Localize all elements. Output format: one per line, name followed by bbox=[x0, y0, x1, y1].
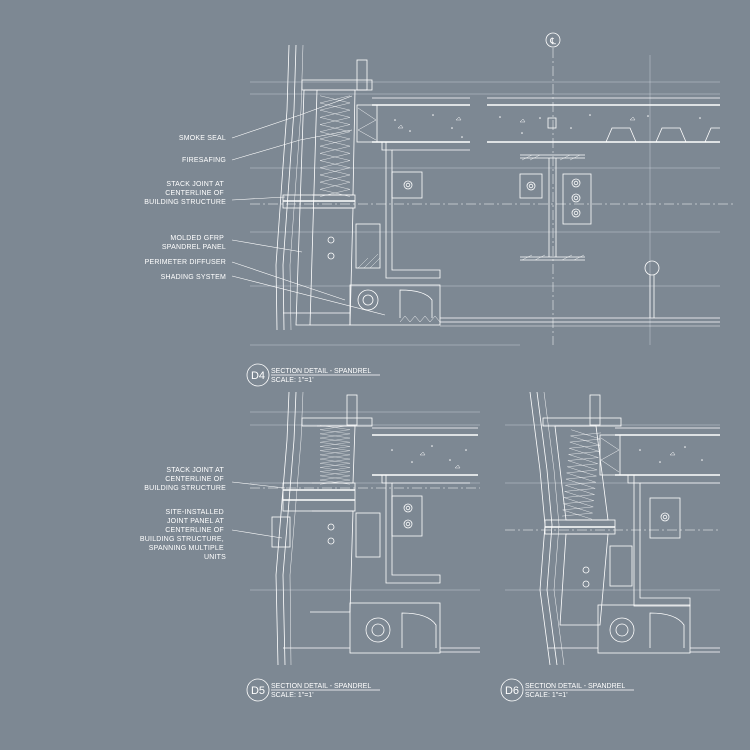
detail-d4: ℄ SMOKE SEAL FIRESAFING STACK JOINT AT C bbox=[144, 32, 735, 387]
note-perimeter-diffuser: PERIMETER DIFFUSER bbox=[145, 259, 226, 266]
d4-tag: D4 bbox=[251, 370, 265, 382]
note-smoke-seal: SMOKE SEAL bbox=[179, 135, 226, 142]
d6-scale: SCALE: 1"=1' bbox=[525, 692, 568, 699]
d5-title: SECTION DETAIL - SPANDREL bbox=[271, 683, 371, 690]
detail-d5: STACK JOINT AT CENTERLINE OF BUILDING ST… bbox=[140, 391, 480, 702]
d5-tag: D5 bbox=[251, 685, 265, 697]
centerline-symbol: ℄ bbox=[549, 36, 556, 46]
note-firesafing: FIRESAFING bbox=[182, 157, 226, 164]
d5-title-block: D5 SECTION DETAIL - SPANDREL SCALE: 1"=1… bbox=[246, 678, 380, 702]
note-stack-joint-d5: STACK JOINT AT CENTERLINE OF BUILDING ST… bbox=[144, 467, 226, 492]
d6-tag: D6 bbox=[505, 685, 519, 697]
d6-title-block: D6 SECTION DETAIL - SPANDREL SCALE: 1"=1… bbox=[500, 678, 634, 702]
d4-title-block: D4 SECTION DETAIL - SPANDREL SCALE: 1"=1… bbox=[246, 363, 380, 387]
d5-notes: STACK JOINT AT CENTERLINE OF BUILDING ST… bbox=[140, 467, 226, 561]
d5-scale: SCALE: 1"=1' bbox=[271, 692, 314, 699]
note-joint-panel: SITE-INSTALLED JOINT PANEL AT CENTERLINE… bbox=[140, 509, 226, 561]
d6-title: SECTION DETAIL - SPANDREL bbox=[525, 683, 625, 690]
note-stack-joint: STACK JOINT AT CENTERLINE OF BUILDING ST… bbox=[144, 181, 226, 206]
d4-title: SECTION DETAIL - SPANDREL bbox=[271, 368, 371, 375]
note-gfrp-panel: MOLDED GFRP SPANDREL PANEL bbox=[162, 235, 226, 251]
detail-d6: D6 SECTION DETAIL - SPANDREL SCALE: 1"=1… bbox=[500, 391, 720, 702]
d4-scale: SCALE: 1"=1' bbox=[271, 377, 314, 384]
d4-notes: SMOKE SEAL FIRESAFING STACK JOINT AT CEN… bbox=[144, 135, 226, 281]
note-shading-system: SHADING SYSTEM bbox=[161, 274, 226, 281]
